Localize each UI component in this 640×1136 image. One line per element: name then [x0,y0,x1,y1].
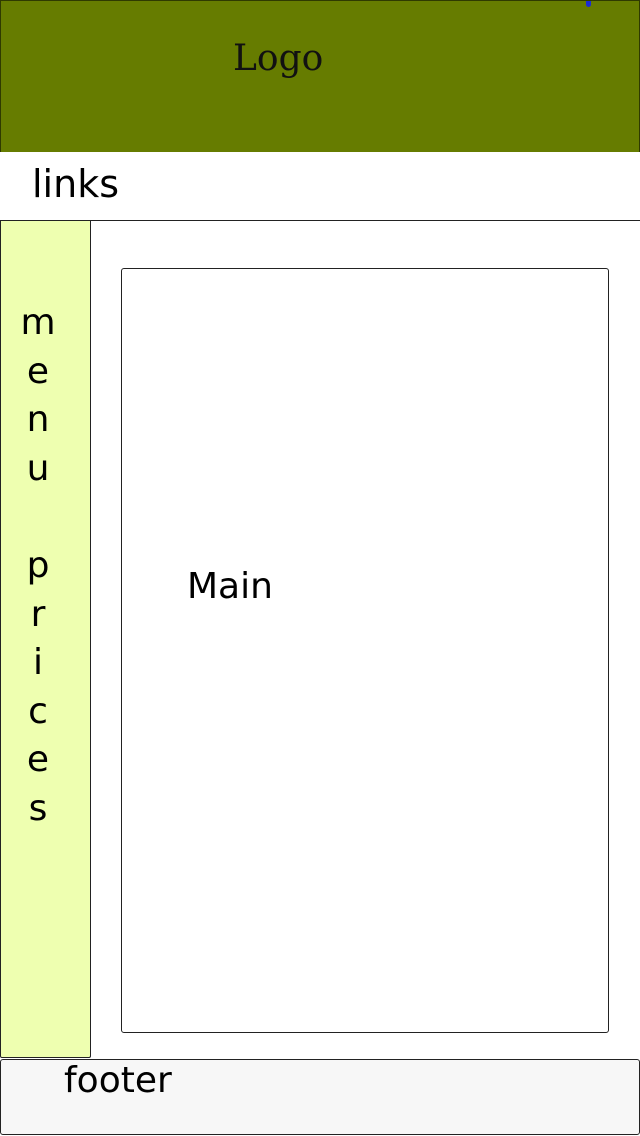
sidebar-word-menu[interactable]: m e n u [1,299,75,493]
sidebar-letter: s [28,787,48,829]
main-label: Main [187,566,273,607]
links-label[interactable]: links [32,162,120,206]
sidebar-letter: m [20,302,56,343]
sidebar-letter: c [28,690,48,732]
sidebar-letter: p [26,545,50,586]
sidebar-word-prices[interactable]: p r i c e s [1,542,75,833]
main-content-box: Main [121,268,609,1033]
marker-dot [586,1,591,7]
sidebar-letter: r [30,593,46,635]
sidebar-letter: e [26,350,50,392]
links-bar: links [0,152,640,221]
sidebar-letter: u [26,447,50,489]
logo-text[interactable]: Logo [233,38,324,79]
sidebar-letter: i [32,642,43,683]
footer-bar: footer [0,1059,640,1135]
footer-label: footer [64,1060,172,1101]
sidebar-letter: e [26,739,50,780]
sidebar-menu-prices: m e n u p r i c e s [0,221,91,1058]
header-bar: Logo [0,0,640,153]
sidebar-letter: n [26,399,50,440]
